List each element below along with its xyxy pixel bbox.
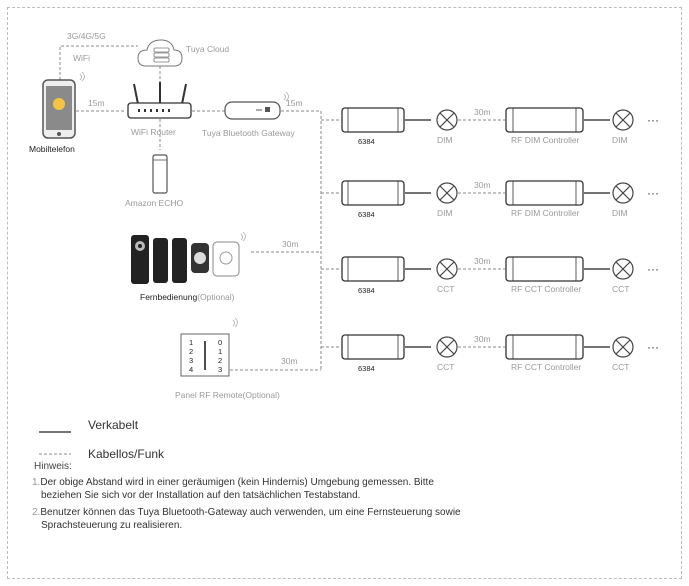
module-6384-icon xyxy=(341,256,405,282)
module-6384-icon xyxy=(341,107,405,133)
echo-label: Amazon ECHO xyxy=(125,198,183,208)
rf-controller-icon xyxy=(505,180,584,206)
legend-wireless-label: Kabellos/Funk xyxy=(88,447,165,461)
notes-heading: Hinweis: xyxy=(34,461,72,472)
load2-label: CCT xyxy=(612,284,629,294)
ellipsis: ··· xyxy=(647,262,659,276)
load2-label: DIM xyxy=(612,208,628,218)
gateway-label: Tuya Bluetooth Gateway xyxy=(202,128,296,138)
device-row: 6384 CCT 30m RF CCT Controller CCT ··· xyxy=(321,256,659,295)
echo-speaker-icon xyxy=(152,154,168,194)
router-label: WiFi Router xyxy=(131,127,176,137)
remote-bus-distance: 30m xyxy=(282,239,299,249)
module-label: 6384 xyxy=(358,137,375,146)
panel-remote-icon: 1 2 3 4 0 1 2 3 xyxy=(180,333,230,377)
lamp-icon xyxy=(612,258,634,280)
panel-label: Panel RF Remote(Optional) xyxy=(175,390,280,400)
rf-controller-icon xyxy=(505,334,584,360)
note-1-line-1: 1.Der obige Abstand wird in einer geräum… xyxy=(32,477,434,488)
cloud-icon xyxy=(137,39,183,67)
svg-text:2: 2 xyxy=(189,347,193,356)
router-icon xyxy=(127,82,192,119)
load2-label: DIM xyxy=(612,135,628,145)
load-label: DIM xyxy=(437,208,453,218)
load-label: CCT xyxy=(437,284,454,294)
controller-label: RF CCT Controller xyxy=(511,362,581,372)
network-label: 3G/4G/5G xyxy=(67,31,106,41)
svg-text:0: 0 xyxy=(218,338,222,347)
remote-controls-icon xyxy=(131,235,240,284)
lamp-icon xyxy=(436,258,458,280)
panel-bus-distance: 30m xyxy=(281,356,298,366)
phone-label: Mobiltelefon xyxy=(29,144,75,154)
gateway-bus-distance: 15m xyxy=(286,98,303,108)
lamp-icon xyxy=(436,336,458,358)
load-label: DIM xyxy=(437,135,453,145)
module-6384-icon xyxy=(341,180,405,206)
row-distance: 30m xyxy=(474,180,491,190)
smartphone-icon xyxy=(42,79,76,139)
note-1-line-2: beziehen Sie sich vor der Installation a… xyxy=(41,490,361,501)
cloud-label: Tuya Cloud xyxy=(186,44,229,54)
load-label: CCT xyxy=(437,362,454,372)
remote-label: Fernbedienung(Optional) xyxy=(140,292,235,302)
device-row: 6384 CCT 30m RF CCT Controller CCT ··· xyxy=(321,334,659,373)
module-label: 6384 xyxy=(358,364,375,373)
svg-text:2: 2 xyxy=(218,356,222,365)
notes-list: 1.Der obige Abstand wird in einer geräum… xyxy=(32,476,672,532)
legend-wired-label: Verkabelt xyxy=(88,418,139,432)
controller-label: RF DIM Controller xyxy=(511,208,580,218)
lamp-icon xyxy=(612,109,634,131)
wifi-label: WiFi xyxy=(73,53,90,63)
load2-label: CCT xyxy=(612,362,629,372)
ellipsis: ··· xyxy=(647,340,659,354)
device-row: 6384 DIM 30m RF DIM Controller DIM ··· xyxy=(321,107,659,146)
svg-text:3: 3 xyxy=(218,365,222,374)
gateway-icon xyxy=(224,101,281,120)
note-2-line-2: Sprachsteuerung zu realisieren. xyxy=(41,520,183,531)
note-2-line-1: 2.Benutzer können das Tuya Bluetooth-Gat… xyxy=(32,507,461,518)
controller-label: RF DIM Controller xyxy=(511,135,580,145)
lamp-icon xyxy=(612,336,634,358)
lamp-icon xyxy=(436,182,458,204)
diagram-frame xyxy=(7,7,682,579)
row-distance: 30m xyxy=(474,107,491,117)
phone-cloud-link xyxy=(59,45,138,80)
row-distance: 30m xyxy=(474,334,491,344)
module-label: 6384 xyxy=(358,210,375,219)
rf-controller-icon xyxy=(505,256,584,282)
svg-text:1: 1 xyxy=(189,338,193,347)
svg-text:1: 1 xyxy=(218,347,222,356)
device-row: 6384 DIM 30m RF DIM Controller DIM ··· xyxy=(321,180,659,219)
lamp-icon xyxy=(436,109,458,131)
ellipsis: ··· xyxy=(647,186,659,200)
module-label: 6384 xyxy=(358,286,375,295)
row-distance: 30m xyxy=(474,256,491,266)
phone-router-distance: 15m xyxy=(88,98,105,108)
svg-text:4: 4 xyxy=(189,365,193,374)
lamp-icon xyxy=(612,182,634,204)
rf-controller-icon xyxy=(505,107,584,133)
controller-label: RF CCT Controller xyxy=(511,284,581,294)
ellipsis: ··· xyxy=(647,113,659,127)
svg-text:3: 3 xyxy=(189,356,193,365)
module-6384-icon xyxy=(341,334,405,360)
